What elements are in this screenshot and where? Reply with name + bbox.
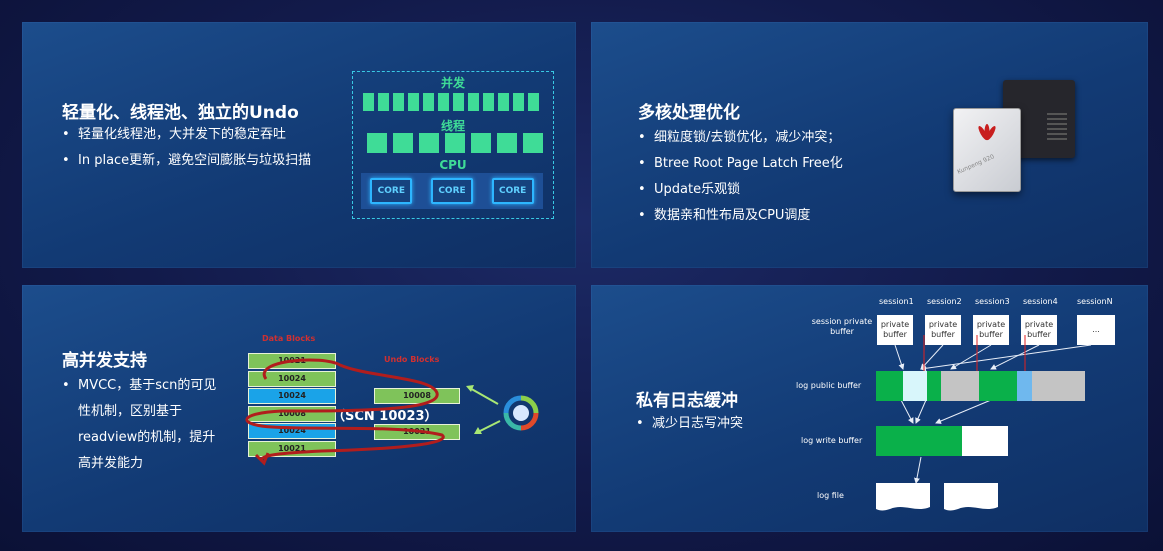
panel-title: 轻量化、线程池、独立的Undo [62,103,299,123]
row-label-private: session private buffer [811,317,873,336]
public-buffer-segment [941,371,979,401]
log-file-icon [944,483,998,511]
concurrency-row [363,93,539,111]
thread-block [419,133,439,153]
bullet-list: 细粒度锁/去锁优化，减少冲突； Btree Root Page Latch Fr… [638,125,938,229]
undo-blocks-label: Undo Blocks [384,355,440,364]
cpu-label: CPU [439,158,467,172]
bullet-item: 轻量化线程池，大并发下的稳定吞吐 [62,122,312,148]
public-buffer-segment [876,371,903,401]
panel-lightweight-threadpool: 轻量化、线程池、独立的Undo 轻量化线程池，大并发下的稳定吞吐 In plac… [22,22,576,268]
kunpeng-chip-image: Kunpeng 920 [953,108,1021,192]
panel-high-concurrency: 高并发支持 MVCC，基于scn的可见性机制，区别基于readview的机制，提… [22,285,576,532]
private-buffer: private buffer [877,315,913,345]
thread-label: 线程 [440,119,465,133]
concurrency-task [513,93,524,111]
thread-block [393,133,413,153]
concurrency-task [468,93,479,111]
cpu-core: CORE [370,178,413,204]
bullet-item: MVCC，基于scn的可见性机制，区别基于readview的机制，提升高并发能力 [62,373,222,477]
public-buffer-segment [903,371,927,401]
thread-block [445,133,465,153]
session-label: session4 [1023,297,1058,306]
row-label-public: log public buffer [796,381,862,390]
concurrency-task [393,93,404,111]
session-label: session1 [879,297,914,306]
bullet-item: Btree Root Page Latch Free化 [638,151,938,177]
bullet-list: 减少日志写冲突 [636,411,836,437]
concurrency-label: 并发 [440,76,465,90]
row-label-write: log write buffer [801,436,863,445]
huawei-logo-icon [978,124,996,141]
thread-block [471,133,491,153]
concurrency-task [378,93,389,111]
public-buffer-segment [1017,371,1032,401]
panel-multicore: 多核处理优化 细粒度锁/去锁优化，减少冲突； Btree Root Page L… [591,22,1148,268]
scn-label: （SCN 10023） [332,409,438,424]
write-buffer-empty [962,426,1008,456]
bullet-list: MVCC，基于scn的可见性机制，区别基于readview的机制，提升高并发能力 [62,373,222,477]
panel-title: 私有日志缓冲 [636,391,738,411]
thread-block [523,133,543,153]
concurrency-task [528,93,539,111]
session-label: sessionN [1077,297,1113,306]
data-block: 10024 [248,388,336,404]
panel-title: 高并发支持 [62,351,147,371]
cpu-core: CORE [430,178,473,204]
bullet-item: In place更新，避免空间膨胀与垃圾扫描 [62,148,312,174]
bullet-item: 数据亲和性布局及CPU调度 [638,203,938,229]
concurrency-task [438,93,449,111]
public-buffer-segment [1032,371,1085,401]
bullet-item: Update乐观锁 [638,177,938,203]
refresh-cycle-icon [503,395,539,431]
concurrency-task [483,93,494,111]
concurrency-task [423,93,434,111]
data-block: 10024 [248,370,336,387]
thread-pool-diagram: 并发 线程 CPU CORE CORE CORE [352,71,554,219]
private-buffer: private buffer [1021,315,1057,345]
flow-arrows [894,335,1092,484]
thread-block [497,133,517,153]
concurrency-task [498,93,509,111]
concurrency-task [408,93,419,111]
thread-row [367,133,543,153]
scan-path-arrows [245,358,501,466]
panel-title: 多核处理优化 [638,103,740,123]
bullet-item: 减少日志写冲突 [636,411,836,437]
private-buffer: private buffer [925,315,961,345]
cpu-core: CORE [491,178,534,204]
log-file-icon [876,483,930,511]
private-buffer: private buffer [973,315,1009,345]
session-label: session3 [975,297,1010,306]
concurrency-task [363,93,374,111]
write-buffer-filled [876,426,962,456]
bullet-item: 细粒度锁/去锁优化，减少冲突； [638,125,938,151]
private-buffer-more: ... [1077,315,1115,345]
log-buffer-diagram: session private buffer log public buffer… [591,285,1148,532]
cpu-area: CORE CORE CORE [361,173,543,209]
row-label-file: log file [817,491,844,500]
panel-private-log-buffer: 私有日志缓冲 减少日志写冲突 session private buffer lo… [591,285,1148,532]
public-buffer-segment [927,371,941,401]
undo-block: 10008 [374,388,460,404]
public-buffer-segment [979,371,1017,401]
session-label: session2 [927,297,962,306]
concurrency-task [453,93,464,111]
bullet-list: 轻量化线程池，大并发下的稳定吞吐 In place更新，避免空间膨胀与垃圾扫描 [62,122,312,174]
thread-block [367,133,387,153]
chip-label: Kunpeng 920 [956,153,996,176]
data-blocks-label: Data Blocks [262,334,316,343]
